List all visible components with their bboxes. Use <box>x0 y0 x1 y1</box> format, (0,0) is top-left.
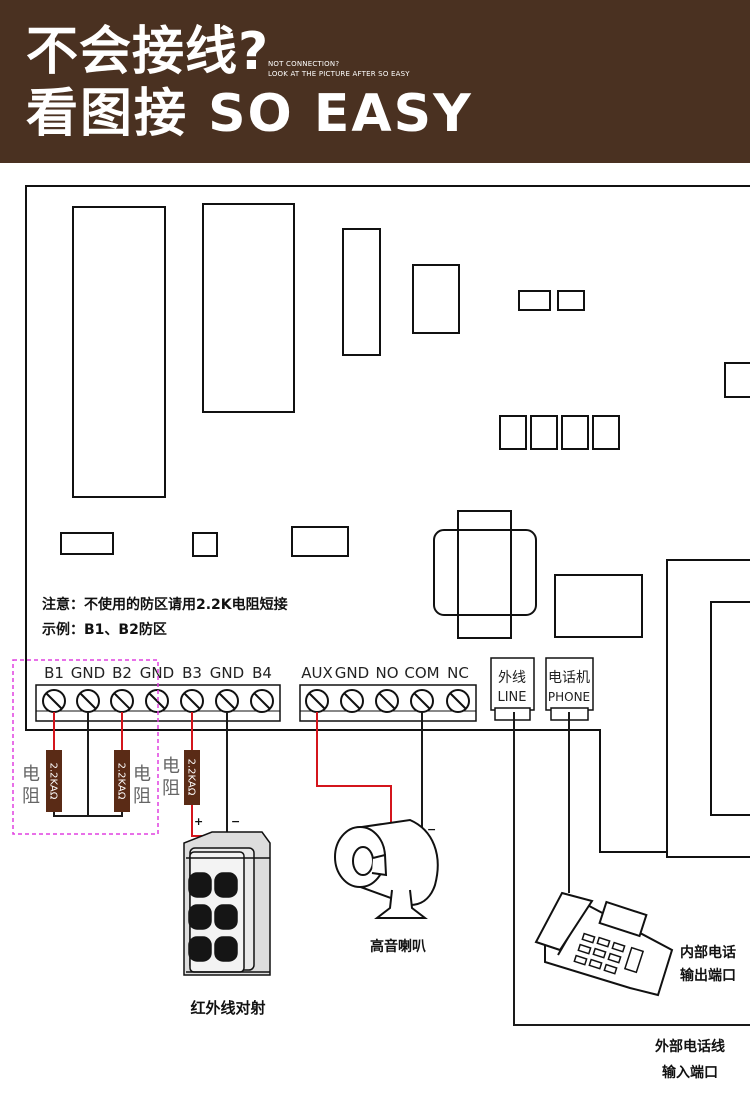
resistor-b2: 2.2KAΩ <box>114 750 130 812</box>
terminal-screw-no[interactable] <box>375 689 399 713</box>
terminal-screw-nc[interactable] <box>446 689 470 713</box>
note-line2: 示例：B1、B2防区 <box>42 621 167 638</box>
phone-port[interactable]: 电话机 PHONE <box>545 657 594 721</box>
ir-plus: + <box>194 815 203 828</box>
phone-port-en: PHONE <box>548 690 590 704</box>
phone-output-label-line2: 输出端口 <box>680 967 736 984</box>
terminal-label-b1: B1 <box>44 664 64 682</box>
terminal-label-gnd2: GND <box>140 664 174 682</box>
resistor-b1: 2.2KAΩ <box>46 750 62 812</box>
terminal-screw-b2[interactable] <box>110 689 134 713</box>
terminal-label-b2: B2 <box>112 664 132 682</box>
phone-port-cn: 电话机 <box>548 670 590 686</box>
resistor-wires <box>53 712 750 1026</box>
terminal-label-gnd3: GND <box>210 664 244 682</box>
telephone-icon <box>534 891 674 997</box>
resistor-b3-value: 2.2KAΩ <box>186 759 197 796</box>
ir-beam-label: 红外线对射 <box>190 999 265 1017</box>
terminal-screw-com[interactable] <box>410 689 434 713</box>
example-highlight-box <box>12 659 159 835</box>
header-title-line1: 不会接线? <box>26 22 270 82</box>
terminal-label-no: NO <box>375 664 398 682</box>
header-title-line2: 看图接 SO EASY <box>26 84 473 144</box>
resistor-label-3: 电阻 <box>162 756 180 799</box>
terminal-label-com: COM <box>404 664 439 682</box>
terminal-label-aux: AUX <box>301 664 333 682</box>
ir-minus: − <box>231 815 240 828</box>
terminal-screw-gnd4[interactable] <box>340 689 364 713</box>
terminal-screw-b4[interactable] <box>250 689 274 713</box>
terminal-screw-gnd2[interactable] <box>145 689 169 713</box>
terminal-label-b4: B4 <box>252 664 272 682</box>
external-line-label-line2: 输入端口 <box>662 1064 718 1081</box>
control-board <box>25 185 750 858</box>
siren-minus: − <box>427 823 436 836</box>
terminal-label-b3: B3 <box>182 664 202 682</box>
terminal-screw-gnd1[interactable] <box>76 689 100 713</box>
resistor-label-1: 电阻 <box>22 764 40 807</box>
terminal-screw-b3[interactable] <box>180 689 204 713</box>
phone-output-label-line1: 内部电话 <box>680 944 736 961</box>
resistor-label-2: 电阻 <box>133 764 151 807</box>
resistor-b3: 2.2KAΩ <box>184 750 200 805</box>
note-line1: 注意：不使用的防区请用2.2K电阻短接 <box>42 596 288 613</box>
line-port-en: LINE <box>497 690 526 705</box>
external-line-label-line1: 外部电话线 <box>655 1038 725 1055</box>
terminal-screw-b1[interactable] <box>42 689 66 713</box>
terminal-screw-gnd3[interactable] <box>215 689 239 713</box>
header-subtitle-line2: LOOK AT THE PICTURE AFTER SO EASY <box>268 70 410 78</box>
header-banner: 不会接线? NOT CONNECTION? LOOK AT THE PICTUR… <box>0 0 750 163</box>
terminal-label-gnd4: GND <box>335 664 369 682</box>
resistor-b2-value: 2.2KAΩ <box>116 763 127 800</box>
line-port-cn: 外线 <box>498 670 526 686</box>
ir-beam-detector-icon <box>183 831 271 976</box>
header-subtitle-line1: NOT CONNECTION? <box>268 60 340 68</box>
terminal-label-nc: NC <box>447 664 469 682</box>
terminal-screw-aux[interactable] <box>305 689 329 713</box>
siren-icon <box>334 818 439 919</box>
siren-label: 高音喇叭 <box>370 938 426 955</box>
terminal-label-gnd1: GND <box>71 664 105 682</box>
resistor-b1-value: 2.2KAΩ <box>48 763 59 800</box>
terminal-block-output <box>299 684 477 722</box>
line-port[interactable]: 外线 LINE <box>490 657 535 721</box>
